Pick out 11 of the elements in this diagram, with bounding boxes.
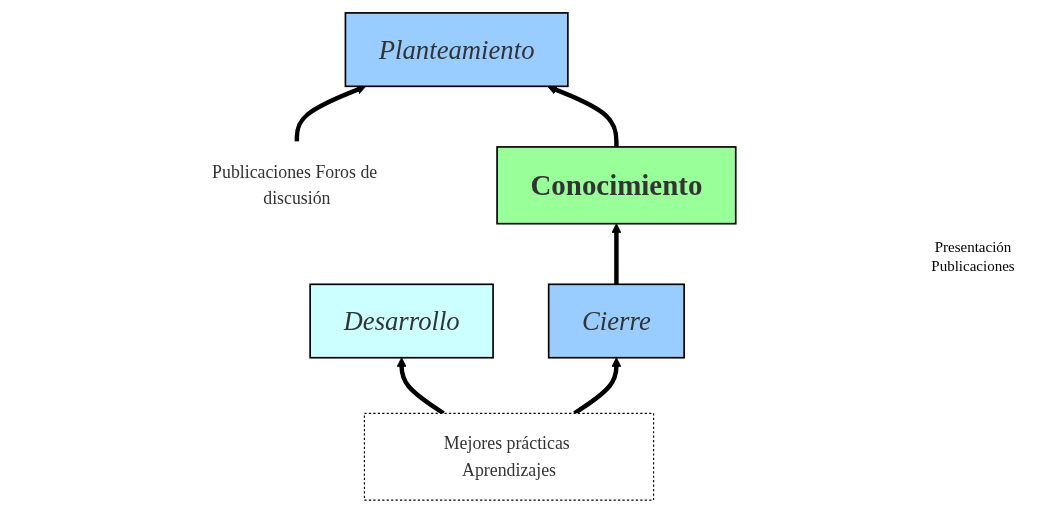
arrow — [547, 85, 619, 147]
node-box: Cierre — [547, 283, 685, 359]
node-text: Publicaciones Foros de discusión — [212, 161, 378, 208]
note-text: Presentación — [933, 238, 1013, 256]
node-box: Conocimiento — [496, 146, 737, 225]
node-box: Planteamiento — [344, 12, 569, 88]
node-box: Desarrollo — [309, 283, 494, 359]
arrow — [294, 85, 367, 142]
node-box: Mejores prácticas Aprendizajes — [363, 412, 655, 501]
arrow — [611, 223, 622, 285]
note-text: Publicaciones — [930, 257, 1016, 275]
